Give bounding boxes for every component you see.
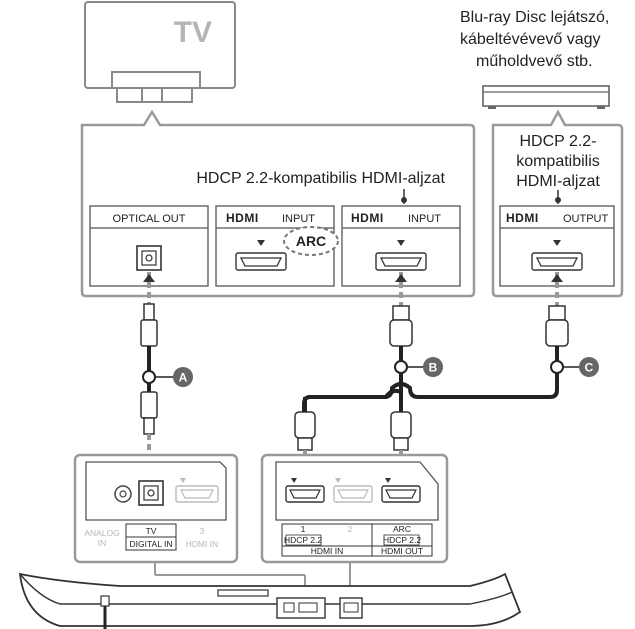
hdmi-out-group: HDMI OUT bbox=[381, 546, 423, 556]
soundbar-right-panel: 1 HDCP 2.2 2 ARC HDCP 2.2 HDMI IN HDMI O… bbox=[260, 453, 449, 564]
hdmi-cable-c: C bbox=[312, 272, 599, 399]
digital-in-label: DIGITAL IN bbox=[130, 539, 173, 549]
hdmi-in2-number: 2 bbox=[348, 524, 353, 534]
hdmi-logo: HDMI bbox=[226, 211, 259, 225]
source-device: Blu-ray Disc lejátszó, kábeltévévevő vag… bbox=[460, 9, 610, 109]
optical-cable-a: A bbox=[140, 272, 193, 484]
hdmi-input-label: INPUT bbox=[408, 213, 441, 225]
source-hdcp-line2: kompatibilis bbox=[516, 153, 600, 170]
hdmi-in-group: HDMI IN bbox=[311, 546, 344, 556]
optical-out-label: OPTICAL OUT bbox=[113, 213, 186, 225]
soundbar-left-panel: ANALOG IN TV DIGITAL IN 3 HDMI IN bbox=[73, 453, 239, 564]
hdmi-logo: HDMI bbox=[351, 211, 384, 225]
hdmi-input-label: INPUT bbox=[282, 213, 315, 225]
hdmi3-label: HDMI IN bbox=[186, 539, 219, 549]
hdmi-output-label: OUTPUT bbox=[563, 213, 609, 225]
source-caption-line1: Blu-ray Disc lejátszó, bbox=[460, 9, 609, 26]
hdmi-logo: HDMI bbox=[506, 211, 539, 225]
hdmi3-number: 3 bbox=[200, 526, 205, 536]
hdmi-out-arc: ARC bbox=[393, 524, 411, 534]
arc-label: ARC bbox=[296, 233, 326, 249]
source-back-panel: HDCP 2.2- kompatibilis HDMI-aljzat HDMI … bbox=[491, 109, 624, 298]
cable-c-label: C bbox=[585, 361, 594, 375]
tv-hdcp-caption: HDCP 2.2-kompatibilis HDMI-aljzat bbox=[196, 170, 445, 187]
source-hdcp-line3: HDMI-aljzat bbox=[516, 173, 600, 190]
tv-label: TV bbox=[174, 16, 212, 49]
tv-hdmi-input-arc: HDMI INPUT ARC bbox=[215, 205, 339, 287]
source-caption-line3: műholdvevő stb. bbox=[476, 53, 593, 70]
tv-illustration: TV bbox=[84, 1, 236, 103]
analog-in-line2: IN bbox=[98, 538, 107, 548]
source-hdmi-output: HDMI OUTPUT bbox=[499, 205, 615, 287]
source-caption-line2: kábeltévévevő vagy bbox=[460, 31, 601, 48]
tv-input-label: TV bbox=[146, 526, 157, 536]
optical-out-port: OPTICAL OUT bbox=[89, 205, 209, 287]
soundbar-illustration bbox=[18, 562, 522, 629]
hdmi-out-hdcp: HDCP 2.2 bbox=[383, 535, 421, 545]
hdmi-in1-number: 1 bbox=[301, 524, 306, 534]
cable-b-label: B bbox=[429, 361, 438, 375]
cable-a-label: A bbox=[179, 371, 188, 385]
tv-back-panel: HDCP 2.2-kompatibilis HDMI-aljzat OPTICA… bbox=[80, 109, 476, 298]
source-hdcp-line1: HDCP 2.2- bbox=[519, 133, 596, 150]
analog-in-line1: ANALOG bbox=[84, 528, 119, 538]
hdmi-in1-hdcp: HDCP 2.2 bbox=[284, 535, 322, 545]
